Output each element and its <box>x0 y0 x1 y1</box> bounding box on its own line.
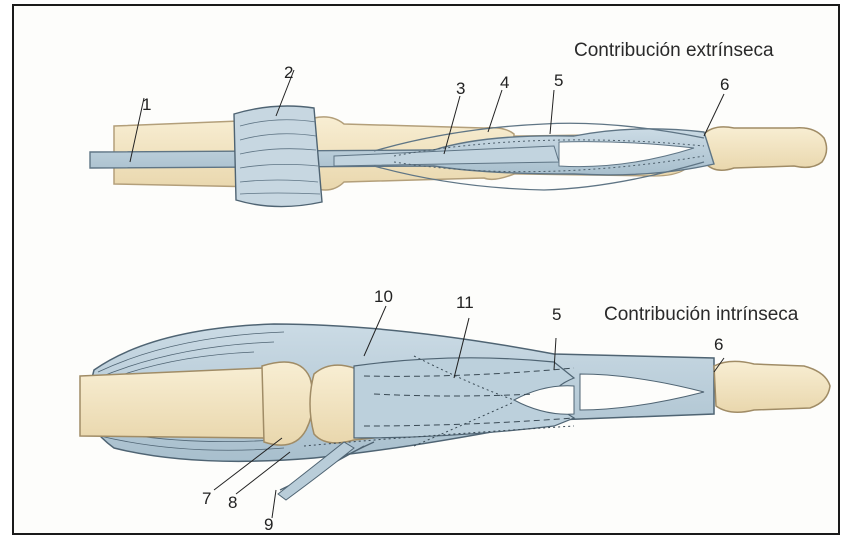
label-5-top: 5 <box>554 72 563 89</box>
heading-intrinsic: Contribución intrínseca <box>604 304 798 326</box>
label-2: 2 <box>284 64 293 81</box>
label-4: 4 <box>500 74 509 91</box>
label-9: 9 <box>264 516 273 533</box>
label-3: 3 <box>456 80 465 97</box>
label-5-bottom: 5 <box>552 306 561 323</box>
anatomy-illustration <box>14 6 838 533</box>
label-6-bottom: 6 <box>714 336 723 353</box>
figure-frame: Contribución extrínseca Contribución int… <box>12 4 840 535</box>
heading-extrinsic: Contribución extrínseca <box>574 40 774 62</box>
label-1: 1 <box>142 96 151 113</box>
label-8: 8 <box>228 494 237 511</box>
distal-phalanx-bone <box>704 127 827 170</box>
distal-phalanx-lower <box>714 361 830 412</box>
label-10: 10 <box>374 288 393 305</box>
label-11: 11 <box>456 294 474 311</box>
label-6-top: 6 <box>720 76 729 93</box>
label-7: 7 <box>202 490 211 507</box>
sagittal-band <box>234 106 322 207</box>
